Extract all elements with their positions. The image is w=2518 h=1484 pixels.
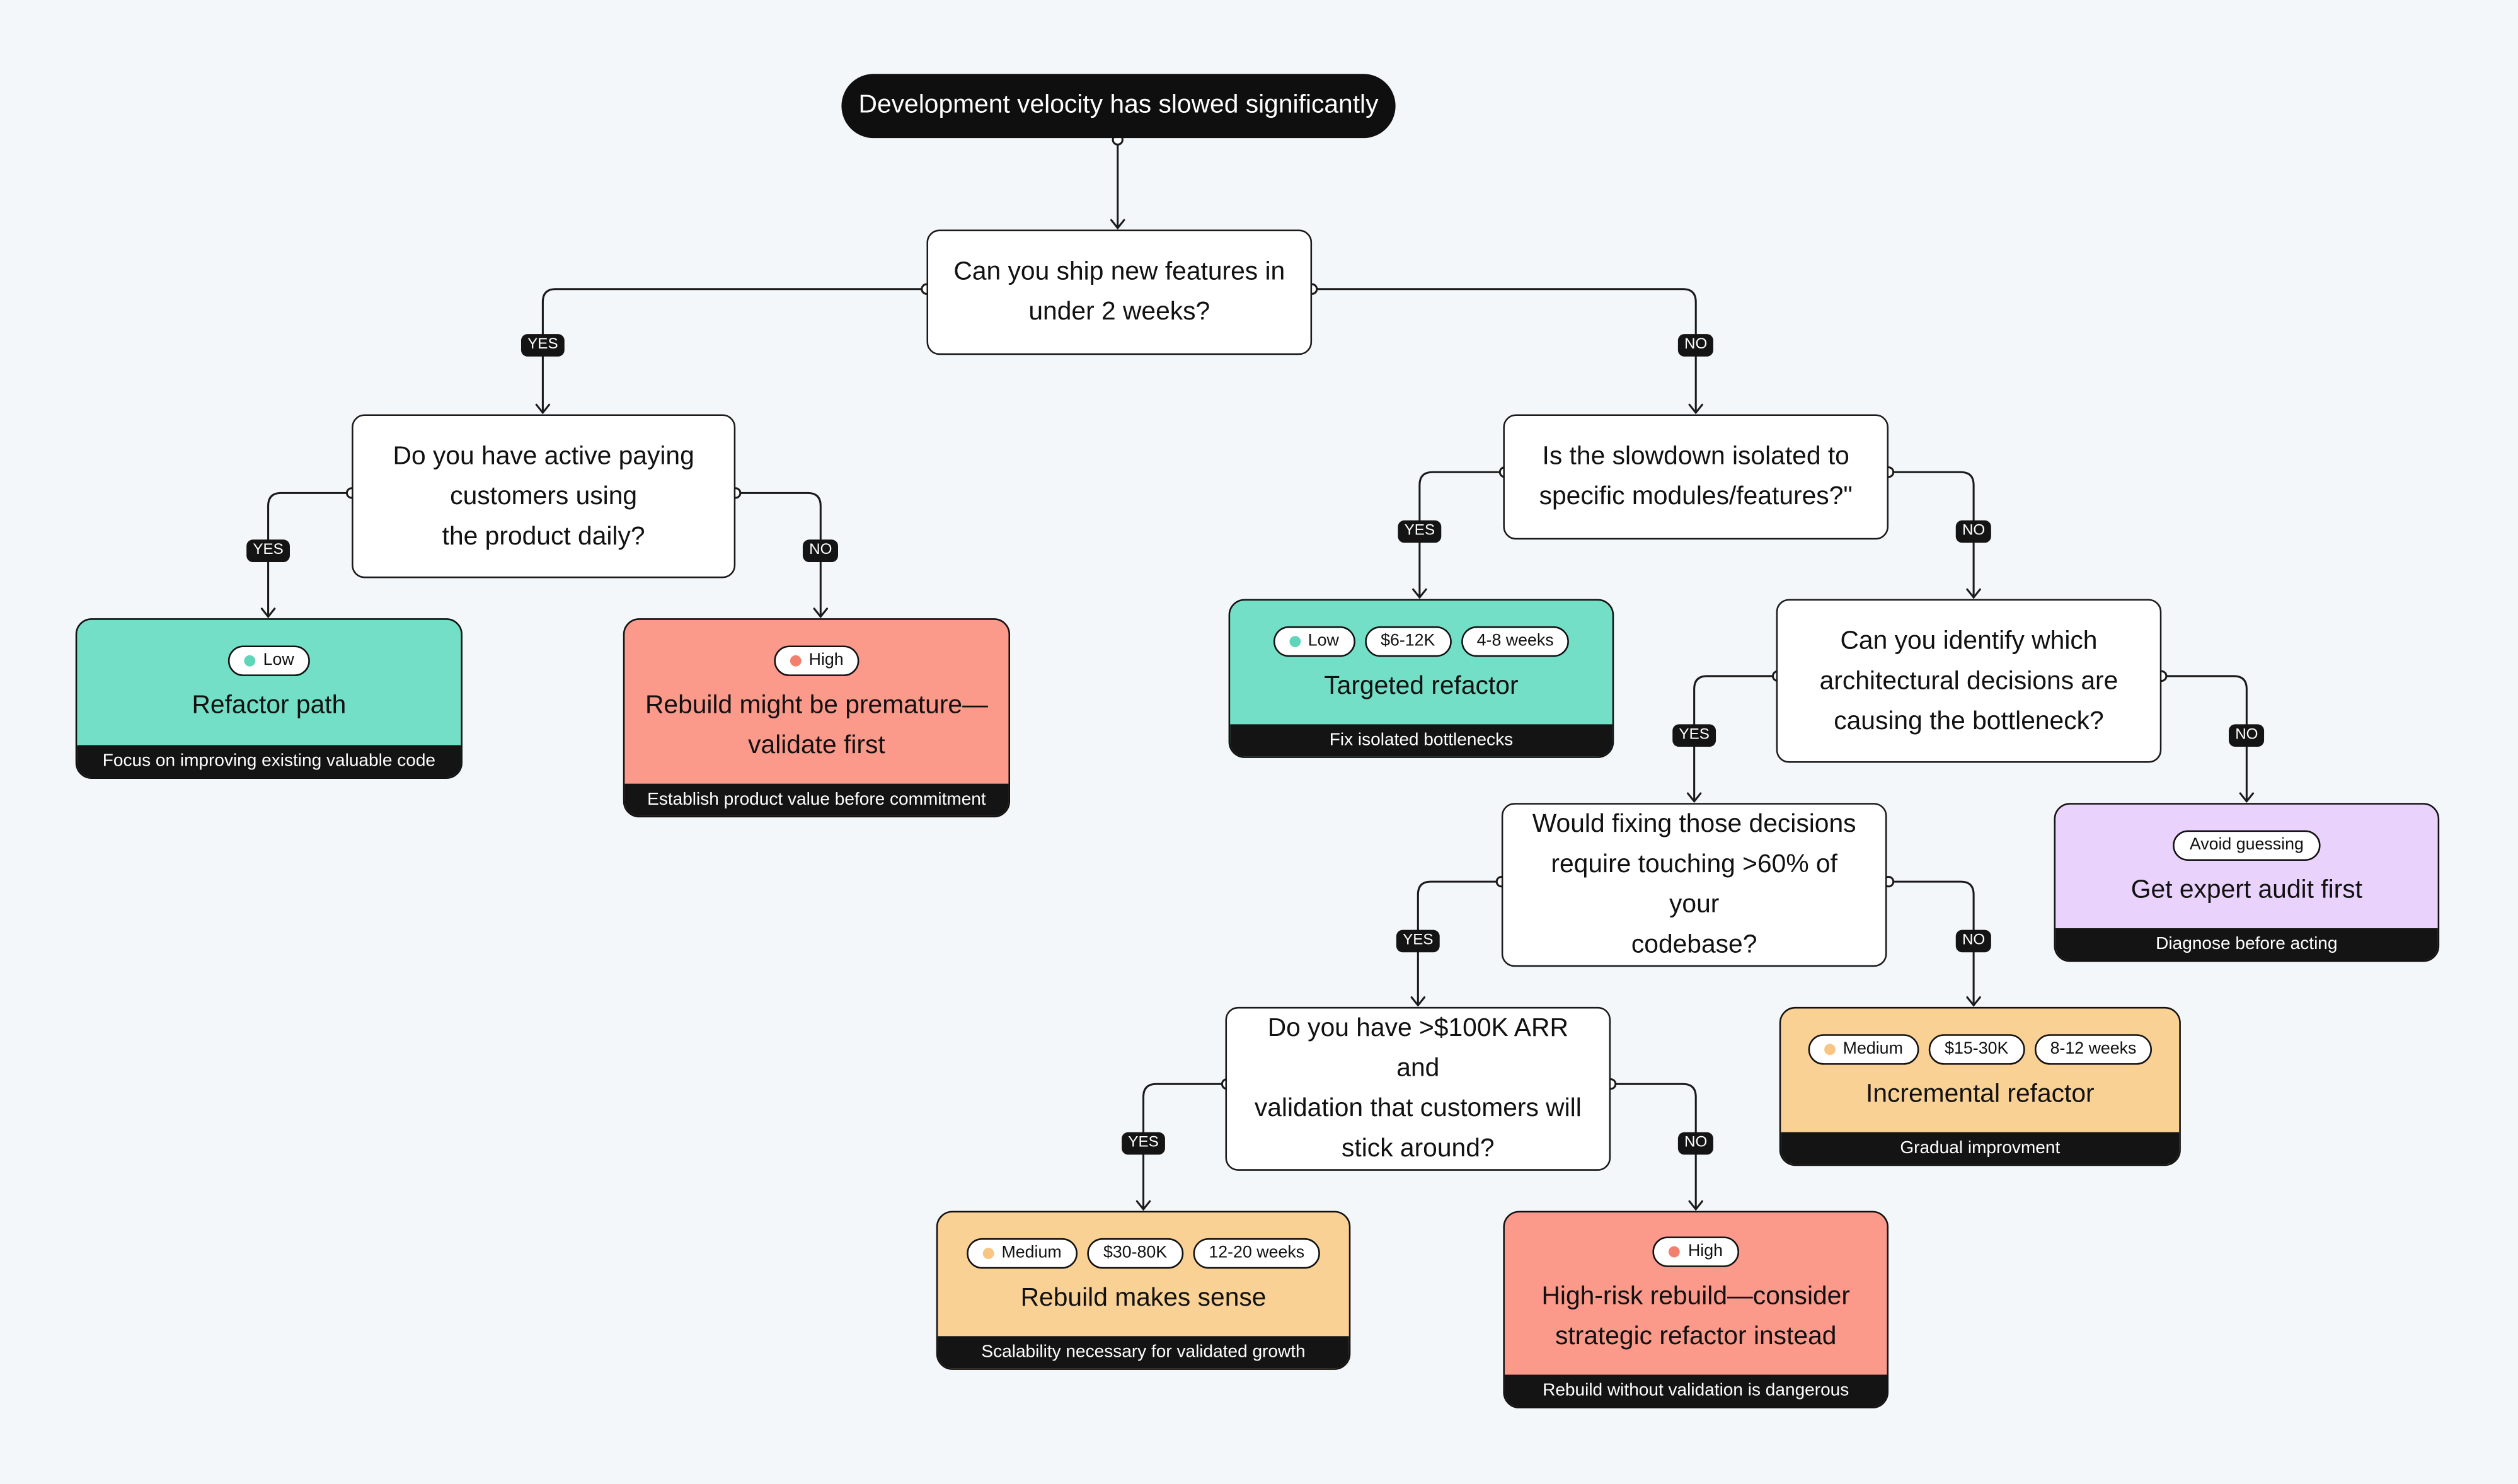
cost-badge: $30-80K [1087,1237,1183,1268]
edge-lines [267,138,2248,1208]
risk-label: High [808,649,844,669]
result-title: Rebuild might be premature— validate fir… [645,691,988,759]
risk-dot-icon [244,655,255,667]
risk-label: High [1687,1241,1723,1261]
edge-label-no: NO [802,539,839,562]
edge-label-no: NO [1955,929,1992,953]
risk-dot-icon [790,654,801,666]
question-touch-codebase: Would fixing those decisions require tou… [1501,803,1887,967]
risk-label: Low [1308,630,1339,650]
result-footer: Gradual improvment [1781,1132,2180,1165]
question-slowdown-isolated: Is the slowdown isolated to specific mod… [1503,414,1889,540]
tag-badge: Avoid guessing [2173,829,2320,860]
edge-label-no: NO [1677,334,1714,357]
edge-label-yes: YES [1398,520,1442,543]
risk-badge: Medium [1807,1033,1919,1064]
risk-label: Medium [1001,1242,1062,1262]
result-high-risk-rebuild: High High-risk rebuild—consider strategi… [1503,1211,1889,1409]
edge-label-yes: YES [246,539,290,562]
result-refactor-path: Low Refactor path Focus on improving exi… [75,618,463,779]
result-title: Targeted refactor [1324,672,1519,699]
risk-badge: High [1652,1236,1739,1267]
risk-dot-icon [1824,1043,1835,1055]
question-identify-decisions: Can you identify which architectural dec… [1776,599,2162,763]
risk-badge: Low [1272,625,1355,657]
result-footer: Rebuild without validation is dangerous [1504,1374,1887,1407]
result-targeted-refactor: Low $6-12K 4-8 weeks Targeted refactor F… [1228,599,1614,758]
result-incremental-refactor: Medium $15-30K 8-12 weeks Incremental re… [1779,1006,2181,1166]
result-title: High-risk rebuild—consider strategic ref… [1541,1283,1850,1351]
cost-badge: $6-12K [1364,625,1451,657]
edge-label-no: NO [1677,1132,1714,1155]
edge-label-no: NO [2228,724,2265,747]
time-badge: 8-12 weeks [2034,1033,2153,1064]
risk-dot-icon [982,1246,994,1258]
time-badge: 4-8 weeks [1461,625,1570,657]
result-title: Rebuild makes sense [1020,1284,1267,1311]
arrow-heads [260,219,2255,1211]
risk-badge: High [773,645,860,676]
result-expert-audit: Avoid guessing Get expert audit first Di… [2054,803,2440,962]
result-title: Refactor path [192,692,347,720]
edge-label-yes: YES [1396,929,1440,953]
risk-dot-icon [1289,635,1301,647]
result-rebuild-premature: High Rebuild might be premature— validat… [623,618,1011,818]
result-rebuild-makes-sense: Medium $30-80K 12-20 weeks Rebuild makes… [936,1211,1351,1370]
edge-label-no: NO [1955,520,1992,543]
result-footer: Diagnose before acting [2055,928,2438,961]
question-paying-customers: Do you have active paying customers usin… [352,414,736,578]
cost-badge: $15-30K [1928,1033,2025,1064]
time-badge: 12-20 weeks [1192,1237,1321,1268]
result-title: Get expert audit first [2130,876,2362,904]
risk-dot-icon [1669,1246,1681,1258]
risk-badge: Low [227,645,311,676]
risk-label: Medium [1843,1038,1903,1058]
result-footer: Establish product value before commitmen… [624,783,1009,816]
result-footer: Scalability necessary for validated grow… [938,1336,1349,1369]
question-arr-validation: Do you have >$100K ARR and validation th… [1225,1006,1611,1171]
root-node: Development velocity has slowed signific… [841,74,1396,139]
question-ship-features: Can you ship new features in under 2 wee… [926,229,1313,355]
result-title: Incremental refactor [1865,1079,2095,1108]
risk-label: Low [263,650,294,670]
result-footer: Fix isolated bottlenecks [1230,724,1613,757]
edge-label-yes: YES [1672,724,1716,747]
edge-label-yes: YES [520,334,565,357]
risk-badge: Medium [966,1237,1078,1268]
edge-label-yes: YES [1122,1132,1165,1155]
result-footer: Focus on improving existing valuable cod… [77,745,461,778]
